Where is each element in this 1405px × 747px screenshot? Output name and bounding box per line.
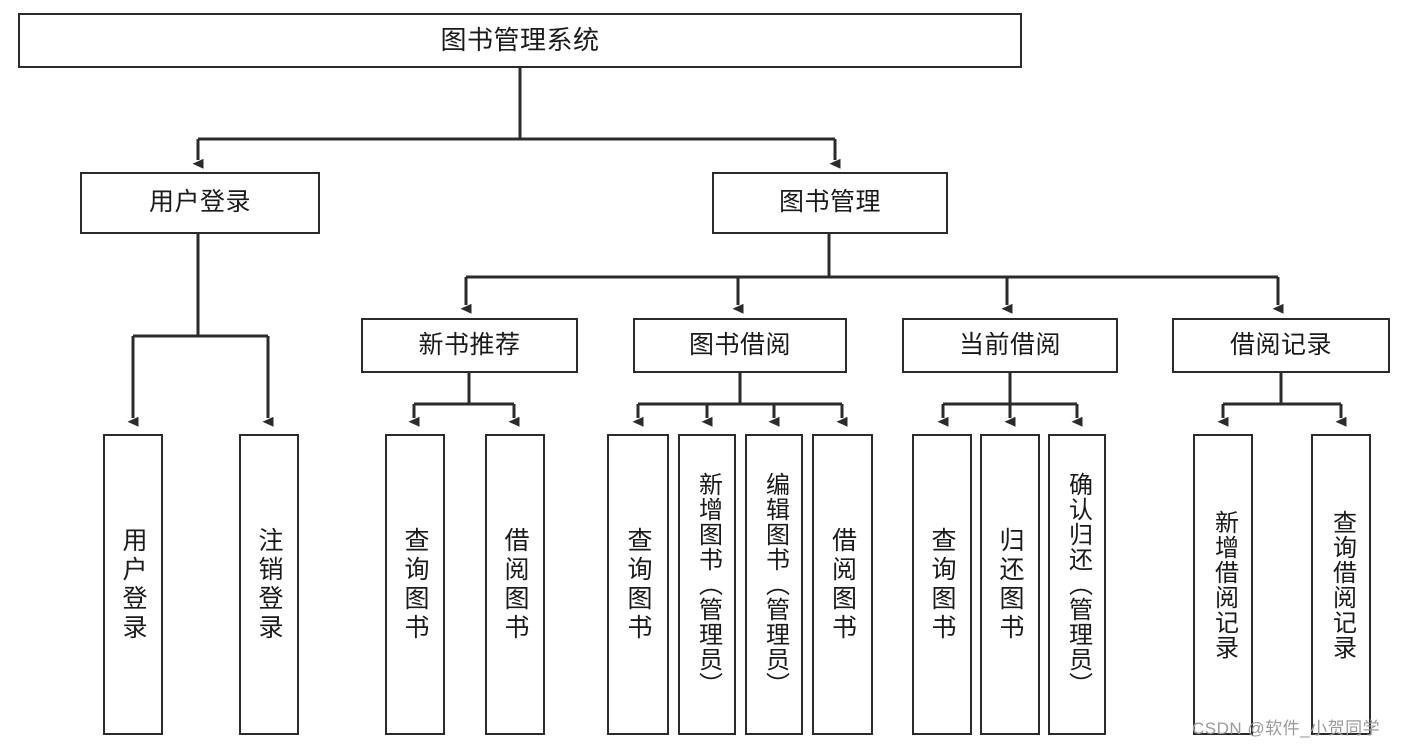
node-current-borrow[interactable]: 当前借阅 bbox=[902, 318, 1118, 373]
leaf-return-book[interactable]: 归还图书 bbox=[980, 434, 1040, 735]
leaf-user-login-label: 用户登录 bbox=[119, 526, 147, 643]
node-book-borrow-label: 图书借阅 bbox=[688, 330, 791, 359]
node-user-login[interactable]: 用户登录 bbox=[80, 172, 320, 234]
leaf-borrow-book-2[interactable]: 借阅图书 bbox=[812, 434, 873, 735]
leaf-query-book-1-label: 查询图书 bbox=[401, 526, 429, 643]
node-book-manage-label: 图书管理 bbox=[778, 188, 881, 217]
leaf-query-book-2-label: 查询图书 bbox=[624, 526, 652, 643]
node-root-label: 图书管理系统 bbox=[440, 25, 600, 56]
leaf-query-record[interactable]: 查询借阅记录 bbox=[1311, 434, 1371, 735]
leaf-query-book-1[interactable]: 查询图书 bbox=[385, 434, 445, 735]
leaf-borrow-book-2-label: 借阅图书 bbox=[828, 526, 857, 643]
leaf-edit-book[interactable]: 编辑图书（管理员） bbox=[745, 434, 803, 735]
leaf-query-book-3[interactable]: 查询图书 bbox=[912, 434, 972, 735]
node-root[interactable]: 图书管理系统 bbox=[18, 13, 1022, 68]
leaf-logout[interactable]: 注销登录 bbox=[239, 434, 299, 735]
leaf-add-book[interactable]: 新增图书（管理员） bbox=[678, 434, 736, 735]
node-current-borrow-label: 当前借阅 bbox=[958, 330, 1061, 359]
leaf-add-record-label: 新增借阅记录 bbox=[1210, 509, 1238, 660]
leaf-add-book-label: 新增图书（管理员） bbox=[694, 472, 722, 697]
leaf-query-book-3-label: 查询图书 bbox=[928, 526, 956, 643]
leaf-return-book-label: 归还图书 bbox=[996, 526, 1024, 643]
leaf-logout-label: 注销登录 bbox=[255, 526, 283, 643]
node-book-borrow[interactable]: 图书借阅 bbox=[633, 318, 847, 373]
node-borrow-record[interactable]: 借阅记录 bbox=[1172, 318, 1390, 373]
leaf-confirm-return-label: 确认归还（管理员） bbox=[1064, 472, 1092, 697]
leaf-borrow-book-1-label: 借阅图书 bbox=[501, 526, 529, 643]
node-borrow-record-label: 借阅记录 bbox=[1229, 330, 1332, 359]
node-user-login-label: 用户登录 bbox=[148, 188, 251, 217]
node-new-book-rec[interactable]: 新书推荐 bbox=[361, 318, 578, 373]
node-book-manage[interactable]: 图书管理 bbox=[712, 172, 948, 234]
watermark: CSDN @软件_小贺同学 bbox=[1192, 719, 1381, 738]
leaf-add-record[interactable]: 新增借阅记录 bbox=[1193, 434, 1253, 735]
leaf-query-book-2[interactable]: 查询图书 bbox=[607, 434, 669, 735]
leaf-user-login[interactable]: 用户登录 bbox=[103, 434, 163, 735]
leaf-edit-book-label: 编辑图书（管理员） bbox=[761, 472, 789, 697]
leaf-borrow-book-1[interactable]: 借阅图书 bbox=[485, 434, 545, 735]
node-new-book-rec-label: 新书推荐 bbox=[418, 330, 521, 359]
leaf-confirm-return[interactable]: 确认归还（管理员） bbox=[1048, 434, 1106, 735]
leaf-query-record-label: 查询借阅记录 bbox=[1328, 509, 1356, 660]
